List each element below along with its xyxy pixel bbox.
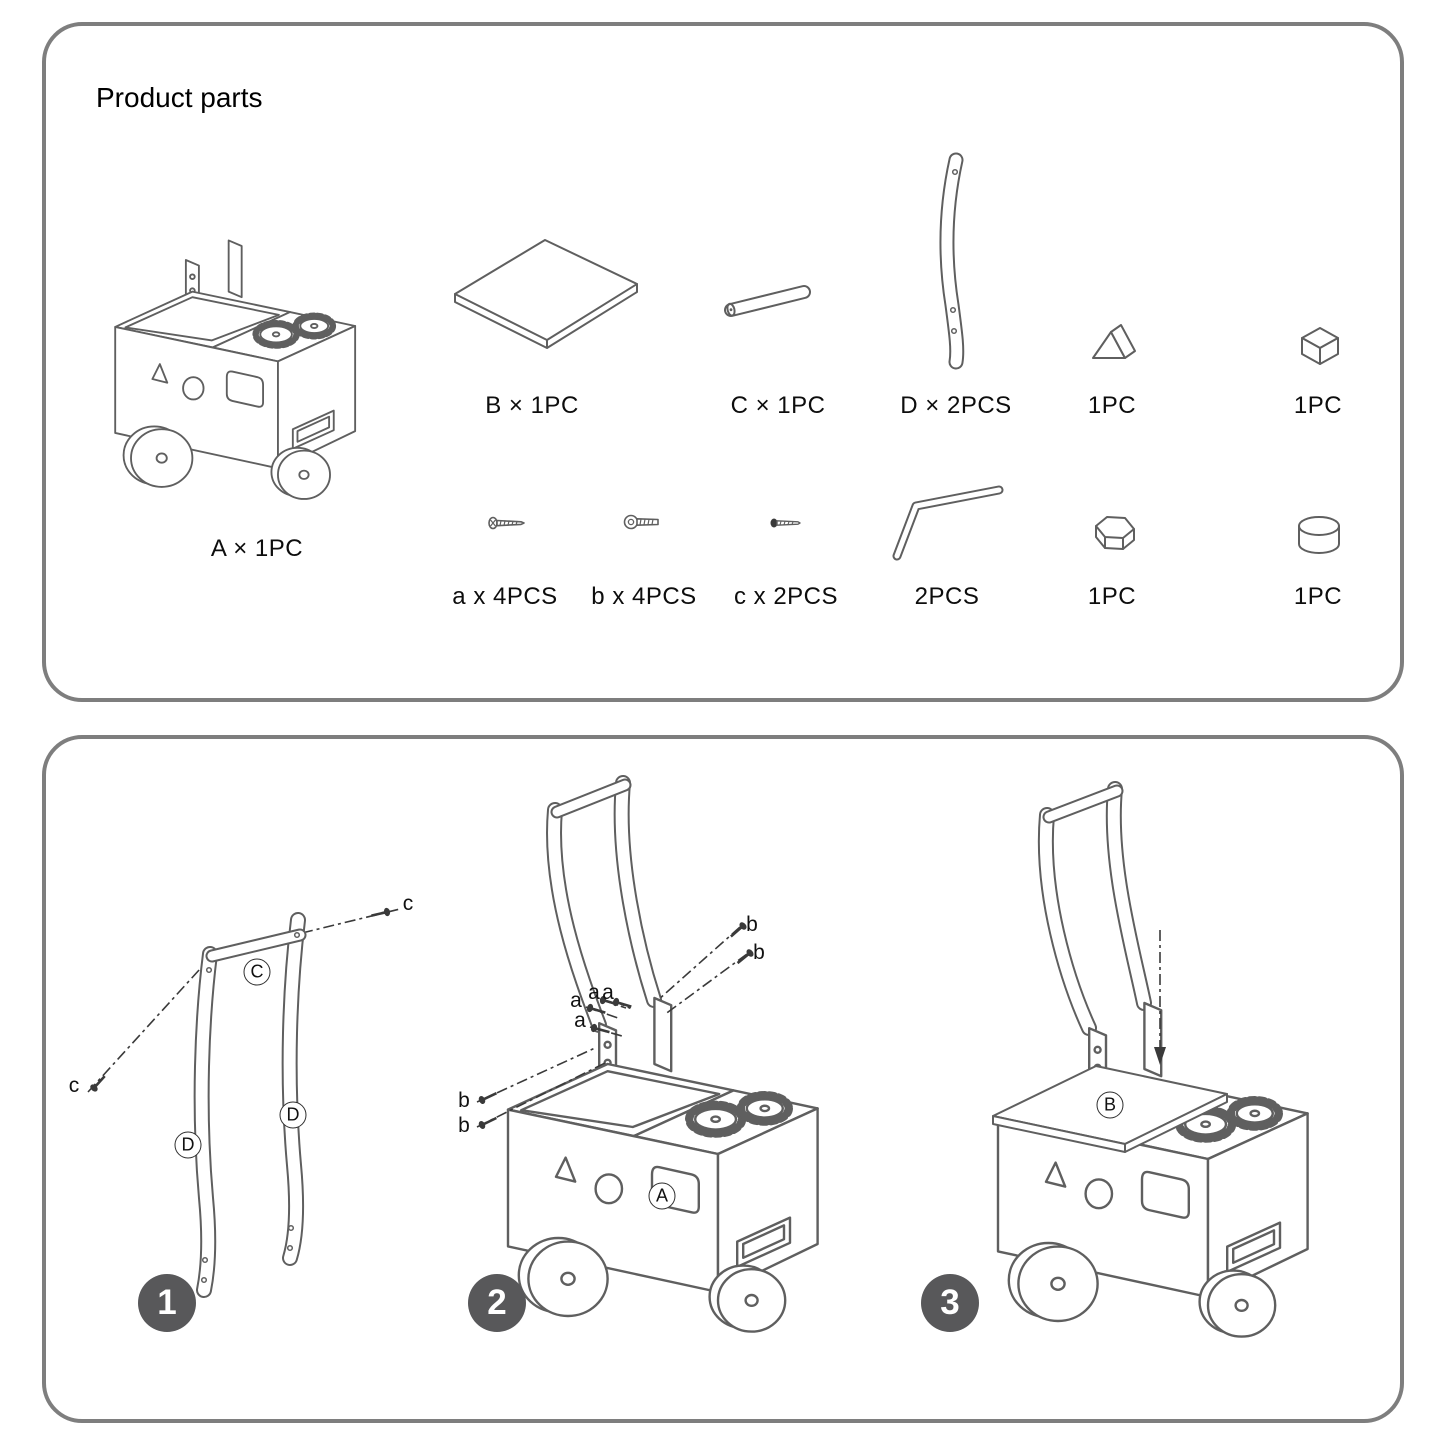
callout-part-d: D: [279, 1101, 307, 1129]
screw-a-callout: a: [588, 981, 600, 1004]
screw-a-label: a x 4PCS: [452, 583, 558, 610]
step1-diagram: [87, 905, 401, 1298]
callout-part-a: A: [648, 1182, 676, 1210]
arrow-down-icon: [1154, 1047, 1166, 1065]
part-b-board-drawing: [454, 239, 638, 349]
part-c-label: C × 1PC: [730, 392, 826, 419]
screw-c-callout: c: [402, 892, 414, 915]
allen-key-label: 2PCS: [914, 583, 980, 610]
part-a-label: A × 1PC: [210, 535, 304, 562]
cylinder-block-drawing: [1298, 516, 1340, 554]
callout-part-d: D: [174, 1131, 202, 1159]
screw-b-callout: b: [458, 1089, 470, 1112]
part-d-label: D × 2PCS: [900, 392, 1012, 419]
callout-part-c: C: [243, 958, 271, 986]
step2-badge: 2: [468, 1274, 526, 1332]
screw-b-callout: b: [753, 941, 765, 964]
screw-b-label: b x 4PCS: [591, 583, 697, 610]
part-c-dowel-drawing: [724, 285, 811, 317]
parts-panel-title: Product parts: [96, 82, 263, 113]
hexagon-block-label: 1PC: [1087, 583, 1137, 610]
part-d-handle-drawing: [939, 152, 965, 370]
step1-badge: 1: [138, 1274, 196, 1332]
screw-c-callout: c: [68, 1074, 80, 1097]
cube-block-drawing: [1301, 327, 1339, 365]
allen-key-drawing: [892, 485, 1004, 561]
screw-a-callout: a: [602, 981, 614, 1004]
screw-b-drawing: [623, 514, 659, 530]
triangle-block-label: 1PC: [1087, 392, 1137, 419]
screw-b-callout: b: [746, 913, 758, 936]
step3-diagram: [992, 781, 1430, 1350]
callout-part-b: B: [1096, 1091, 1124, 1119]
screw-c-label: c x 2PCS: [733, 583, 839, 610]
screw-c-drawing: [770, 518, 801, 528]
part-a-walker-drawing: [78, 180, 418, 510]
cylinder-block-label: 1PC: [1293, 583, 1343, 610]
step3-badge: 3: [921, 1274, 979, 1332]
part-b-label: B × 1PC: [485, 392, 579, 419]
triangle-block-drawing: [1092, 324, 1136, 359]
screw-a-callout: a: [570, 989, 582, 1012]
step2-diagram: [476, 775, 920, 1340]
screw-b-callout: b: [458, 1114, 470, 1137]
cube-block-label: 1PC: [1293, 392, 1343, 419]
hexagon-block-drawing: [1095, 516, 1135, 550]
screw-a-callout: a: [574, 1009, 586, 1032]
screw-a-drawing: [488, 516, 525, 530]
